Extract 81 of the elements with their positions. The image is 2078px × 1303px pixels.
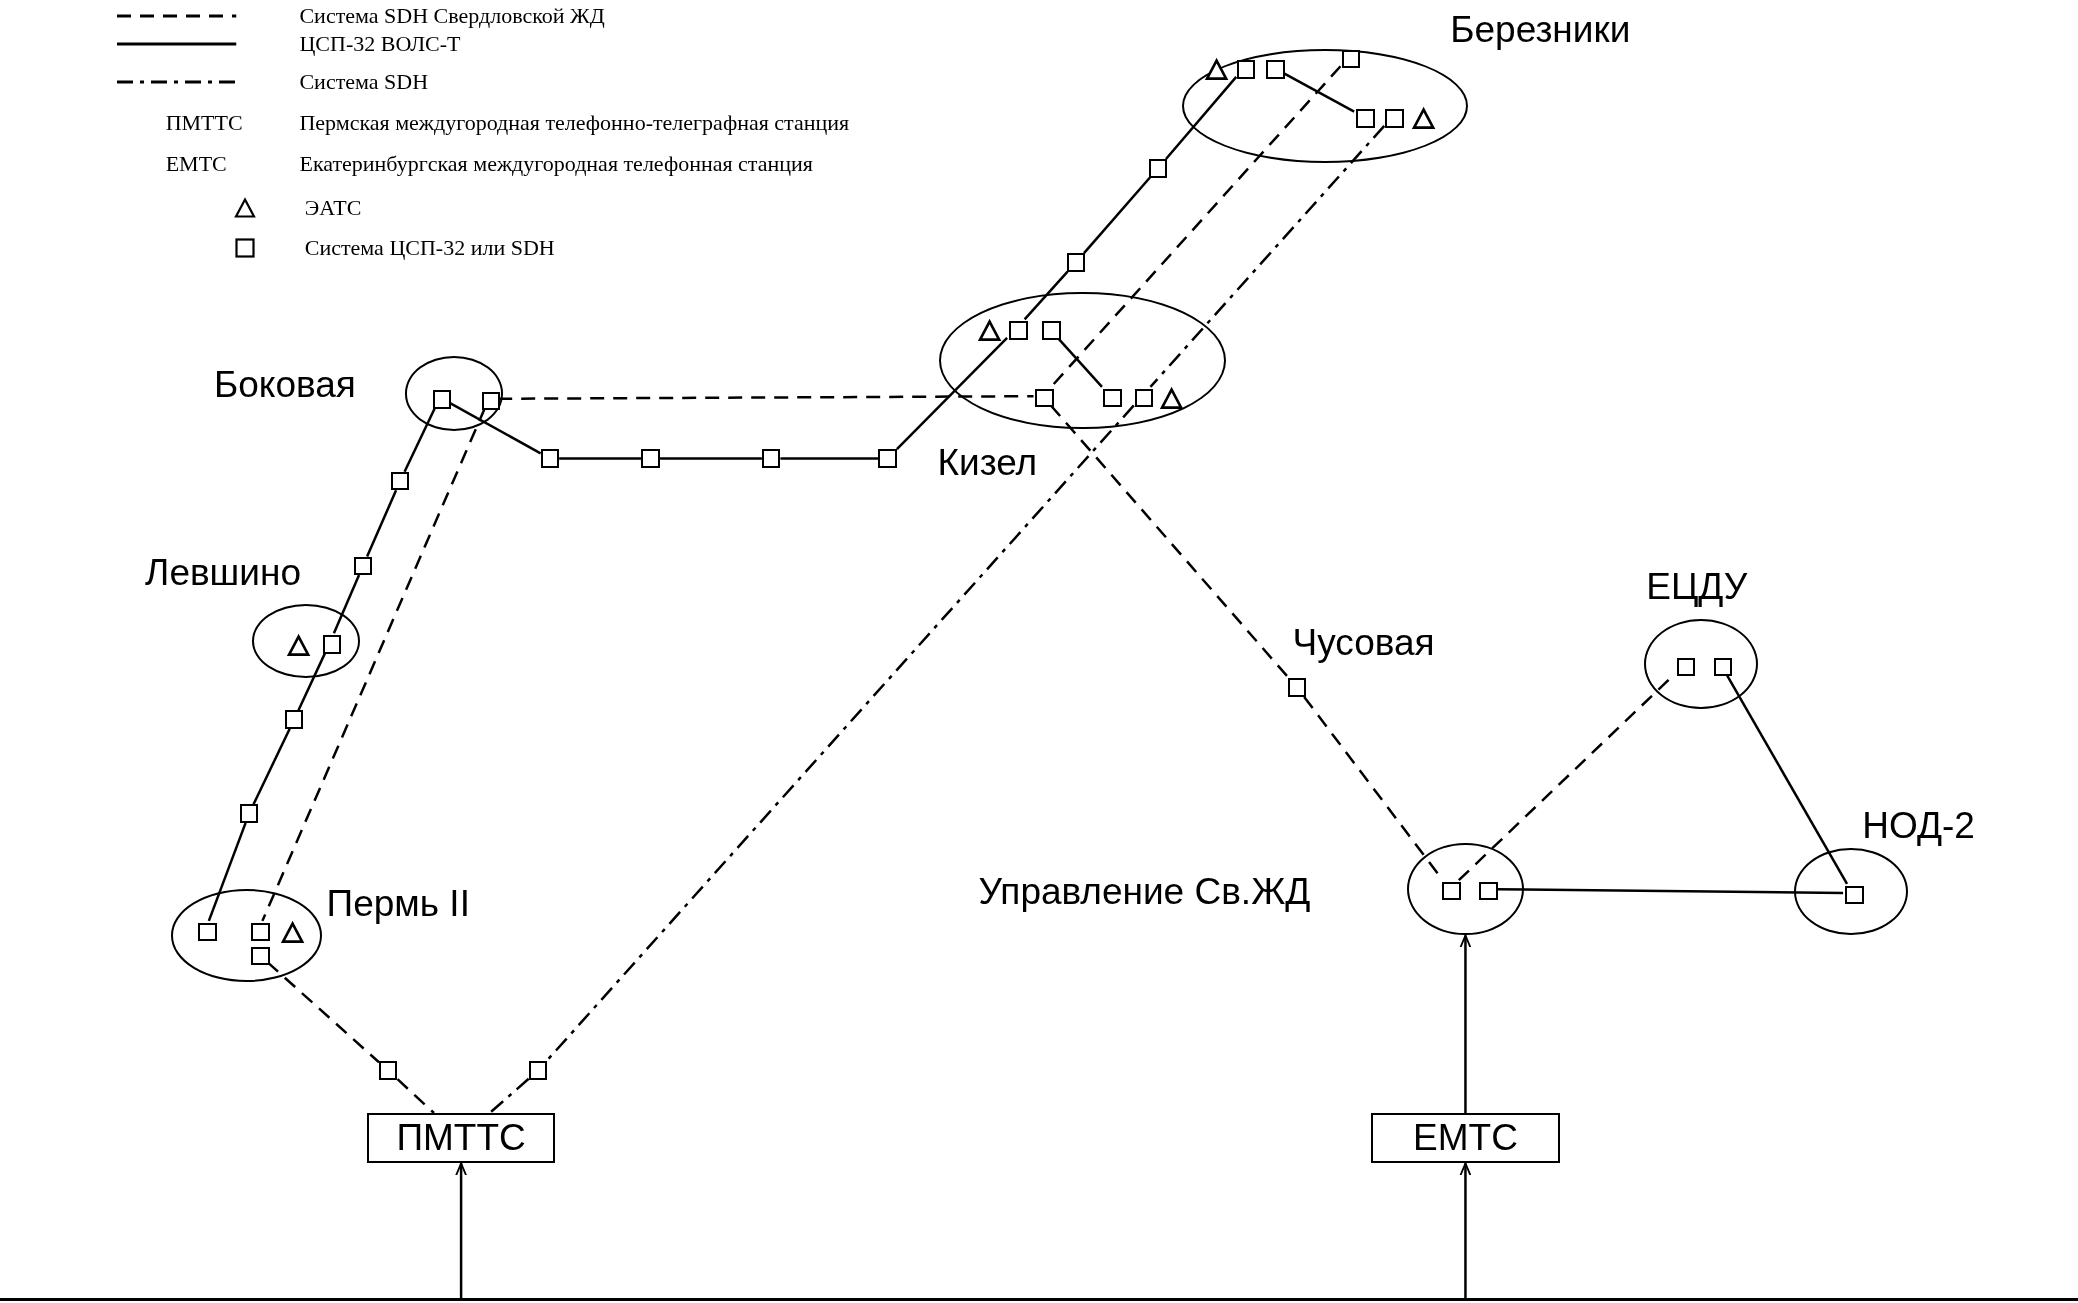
- system-square: [251, 946, 270, 966]
- station-name: Управление Св.ЖД: [978, 872, 1311, 910]
- connector-line: [1023, 270, 1069, 321]
- arrow: [1459, 1162, 1472, 1300]
- system-square: [1713, 657, 1733, 677]
- connector-line: [207, 822, 247, 922]
- system-square: [481, 391, 501, 411]
- system-square: [1845, 885, 1864, 905]
- exchange-box: ЕМТС: [1371, 1113, 1560, 1164]
- system-square: [878, 449, 897, 468]
- station-name: Левшино: [145, 553, 301, 591]
- system-square: [1009, 321, 1028, 340]
- legend-text: Система SDH: [299, 71, 429, 94]
- system-square: [1442, 881, 1461, 901]
- eats-triangle: [1206, 58, 1228, 81]
- eats-triangle: [288, 635, 310, 657]
- connector-line: [896, 337, 1008, 451]
- connector-line: [332, 574, 361, 634]
- station-name: ЕЦДУ: [1646, 567, 1748, 605]
- system-square: [1148, 159, 1168, 178]
- eats-triangle: [978, 320, 1000, 342]
- system-square: [540, 449, 560, 468]
- abbreviation-meaning: Пермская междугородная телефонно-телеграфная станция: [299, 112, 850, 135]
- connector-line: [266, 961, 380, 1064]
- system-square: [1266, 60, 1285, 79]
- arrow: [455, 1162, 467, 1300]
- system-square: [322, 635, 342, 654]
- station-name: НОД-2: [1862, 806, 1975, 844]
- connector-line: [365, 489, 398, 557]
- system-square: [284, 710, 304, 729]
- system-square: [1134, 388, 1154, 408]
- system-square: [1042, 321, 1061, 340]
- system-square: [251, 922, 270, 942]
- system-square: [1066, 253, 1086, 272]
- arrow: [1459, 934, 1472, 1113]
- connector-line: [1050, 65, 1342, 388]
- system-square: [432, 390, 452, 409]
- system-square: [1356, 109, 1375, 128]
- eats-triangle: [1161, 387, 1183, 409]
- system-square: [1035, 388, 1055, 408]
- system-square: [1103, 388, 1122, 408]
- system-square: [239, 804, 259, 823]
- connector-line: [1056, 337, 1103, 388]
- station-name: Боковая: [214, 365, 356, 403]
- system-square: [1236, 60, 1256, 79]
- connector-line: [403, 406, 437, 473]
- trunk-line: [0, 1298, 2078, 1302]
- exchange-box: ПМТТС: [367, 1113, 556, 1164]
- connector-line: [488, 1077, 530, 1114]
- abbreviation-meaning: Екатеринбургская междугородная телефонная станция: [299, 153, 813, 176]
- legend-text: ЭАТС: [304, 197, 362, 219]
- connector-line: [659, 457, 762, 460]
- system-square: [378, 1061, 398, 1080]
- system-square: [1385, 109, 1404, 128]
- system-square: [198, 922, 217, 942]
- station-name: Пермь II: [326, 884, 470, 922]
- legend-text: ЦСП-32 ВОЛС-Т: [299, 32, 461, 55]
- connector-line: [1083, 176, 1151, 254]
- legend-text: Система SDH Свердловской ЖД: [299, 4, 605, 27]
- abbreviation: ПМТТС: [165, 112, 243, 135]
- system-square: [641, 449, 660, 468]
- system-square: [1341, 49, 1361, 69]
- connector-line: [297, 651, 327, 711]
- connector-line: [1149, 125, 1386, 388]
- eats-triangle: [281, 921, 303, 943]
- system-square: [390, 471, 410, 491]
- system-square: [761, 449, 781, 468]
- system-square: [1479, 881, 1498, 901]
- station-name: Кизел: [937, 443, 1038, 481]
- system-square: [528, 1061, 548, 1080]
- connector-line: [396, 1078, 435, 1114]
- connector-line: [252, 728, 291, 805]
- abbreviation: ЕМТС: [165, 153, 227, 176]
- system-square: [353, 556, 373, 576]
- legend-text: Система ЦСП-32 или SDH: [304, 236, 555, 259]
- connector-line: [1165, 76, 1238, 160]
- eats-triangle: [1413, 108, 1435, 130]
- station-name: Чусовая: [1292, 623, 1435, 661]
- connector-line: [780, 457, 879, 460]
- connector-line: [559, 457, 642, 460]
- system-square: [1676, 657, 1696, 677]
